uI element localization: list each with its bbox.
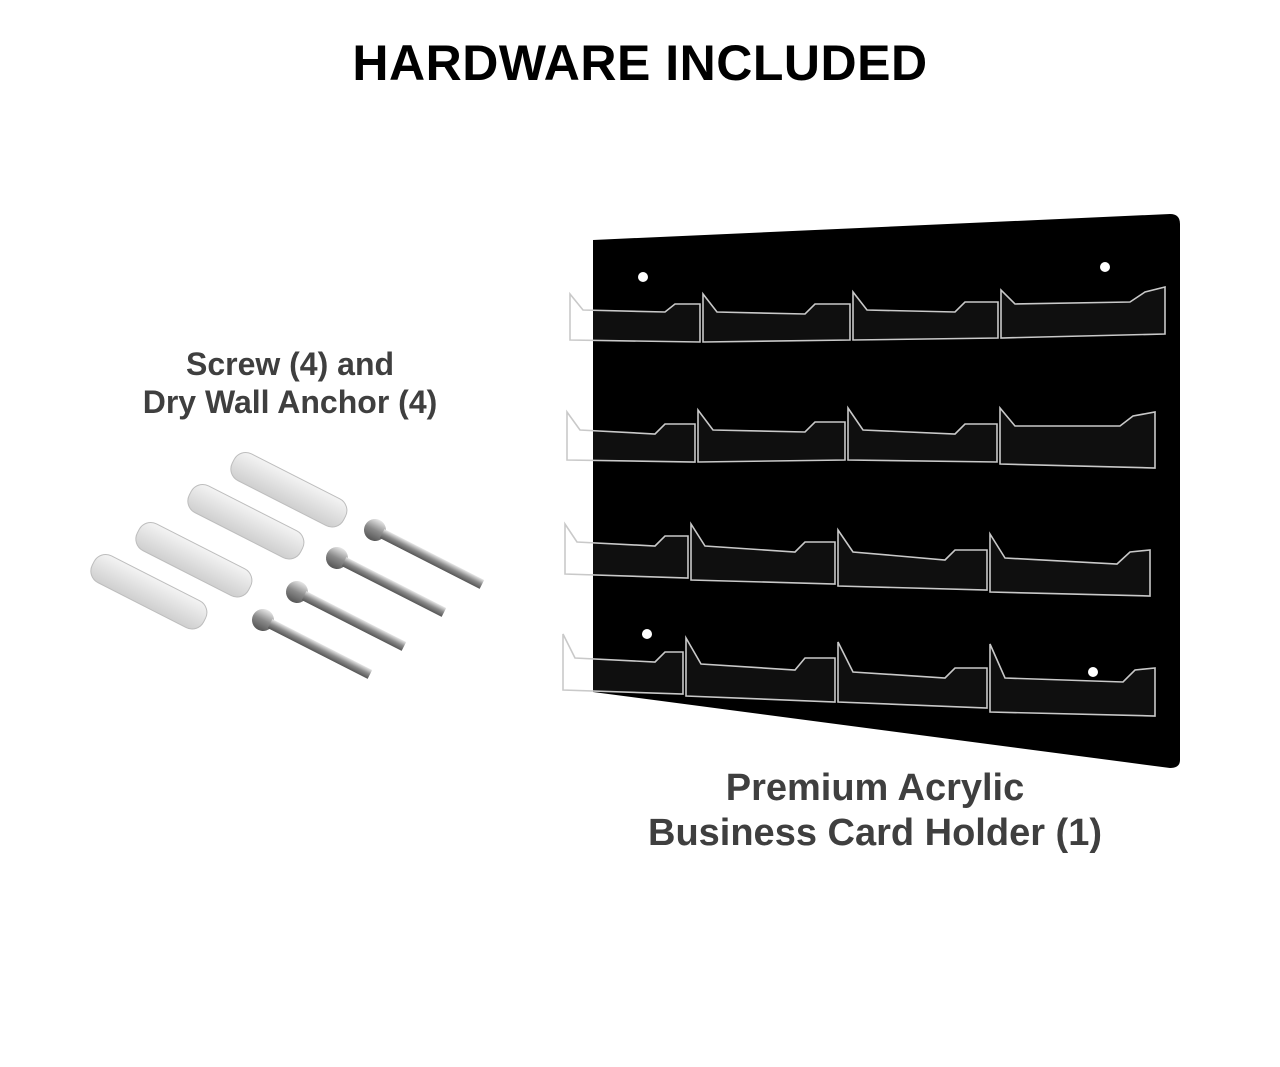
screw-icon bbox=[326, 547, 447, 617]
screw-icon bbox=[286, 581, 407, 651]
anchor-icon bbox=[135, 521, 253, 598]
page-title: HARDWARE INCLUDED bbox=[352, 35, 928, 91]
card-holder-illustration bbox=[562, 214, 1180, 768]
hardware-label: Screw (4) and Dry Wall Anchor (4) bbox=[142, 346, 438, 420]
screw-icon bbox=[364, 519, 485, 589]
anchor-icon bbox=[90, 553, 208, 630]
anchor-icon bbox=[230, 451, 348, 528]
card-holder-label: Premium Acrylic Business Card Holder (1) bbox=[648, 767, 1102, 854]
screw-icon bbox=[252, 609, 373, 679]
anchor-icon bbox=[187, 483, 305, 560]
hardware-illustration bbox=[90, 451, 485, 679]
